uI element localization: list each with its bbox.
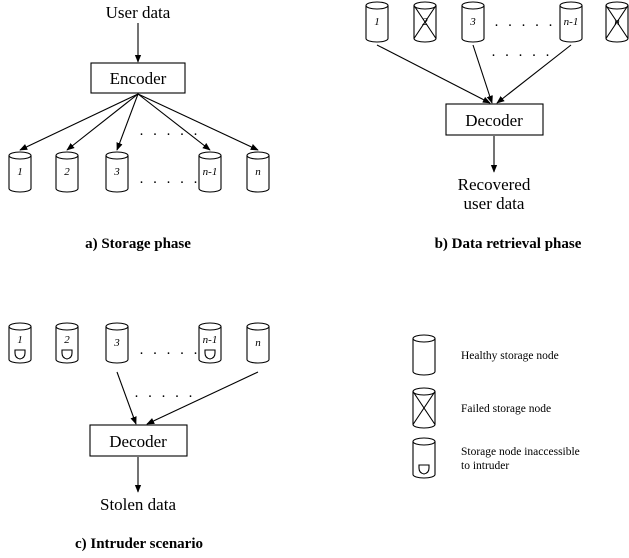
retrieval-nodes-row: 1 2 3 n-1 n	[365, 1, 629, 43]
ellipsis-arrows: . . . . .	[492, 44, 553, 60]
node-label: n	[614, 16, 620, 28]
node-label: 1	[374, 16, 380, 28]
storage-node: 3	[105, 151, 129, 193]
user-data-label: User data	[106, 3, 171, 22]
storage-node: n	[246, 322, 270, 364]
inaccessible-storage-node: n-1	[198, 322, 222, 364]
caption-retrieval-phase: b) Data retrieval phase	[435, 236, 582, 252]
panel-intruder-scenario: 1 2 3 n-1 n . . . . . . . . . . Decoder Stol…	[8, 322, 270, 552]
failed-storage-node: n	[605, 1, 629, 43]
shield-icon	[204, 349, 216, 360]
retrieval-arrow-1	[376, 44, 491, 104]
intruder-nodes-row: 1 2 3 n-1 n	[8, 322, 270, 364]
storage-node: n-1	[559, 1, 583, 43]
encoder-label: Encoder	[110, 69, 167, 88]
node-label: n-1	[203, 334, 218, 346]
node-label: 3	[469, 16, 476, 28]
recovered-label-line2: user data	[464, 194, 525, 213]
retrieval-arrow-3	[472, 44, 493, 104]
retrieval-arrow-n-1	[496, 44, 572, 104]
decoder-label: Decoder	[465, 111, 523, 130]
decoder-box: Decoder	[445, 103, 544, 136]
node-label: 1	[17, 166, 23, 178]
failed-cross-mark	[413, 5, 437, 39]
caption-intruder-scenario: c) Intruder scenario	[75, 536, 203, 552]
node-label: n-1	[203, 166, 218, 178]
encoder-arrow-3	[116, 93, 139, 151]
legend-inaccessible-label-line1: Storage node inaccessible	[461, 446, 580, 458]
legend-failed-node-icon	[412, 387, 436, 429]
node-label: n	[255, 166, 261, 178]
inaccessible-storage-node: 1	[8, 322, 32, 364]
panel-retrieval-phase: 1 2 3 n-1 n . . . . . . . . . . Decoder Reco…	[365, 1, 629, 252]
ellipsis-arrows: . . . . .	[140, 123, 201, 139]
node-label: n-1	[564, 16, 579, 28]
legend: Healthy storage node Failed storage node…	[412, 334, 580, 479]
storage-nodes-row: 1 2 3 n-1 n	[8, 151, 270, 193]
ellipsis-nodes: . . . . .	[495, 14, 556, 30]
node-label: n	[255, 337, 261, 349]
storage-node: 2	[55, 151, 79, 193]
ellipsis-nodes: . . . . .	[140, 342, 201, 358]
ellipsis-nodes: . . . . .	[140, 171, 201, 187]
encoder-box: Encoder	[90, 62, 186, 94]
node-label: 3	[113, 166, 120, 178]
caption-storage-phase: a) Storage phase	[85, 236, 191, 252]
encoder-arrow-1	[19, 93, 139, 151]
storage-node: 3	[461, 1, 485, 43]
storage-node: 1	[365, 1, 389, 43]
legend-inaccessible-node-icon	[412, 437, 436, 479]
legend-inaccessible-label-line2: to intruder	[461, 460, 509, 472]
node-label: 2	[64, 166, 70, 178]
node-label: 2	[64, 334, 70, 346]
node-label: 3	[113, 337, 120, 349]
stolen-data-label: Stolen data	[100, 495, 176, 514]
shield-icon	[61, 349, 73, 360]
legend-failed-label: Failed storage node	[461, 403, 551, 415]
encoder-arrow-n-1	[137, 93, 211, 151]
ellipsis-arrows: . . . . .	[135, 385, 196, 401]
storage-node: 3	[105, 322, 129, 364]
storage-node: n	[246, 151, 270, 193]
recovered-label-line1: Recovered	[458, 175, 531, 194]
legend-healthy-node-icon	[412, 334, 436, 376]
storage-node: n-1	[198, 151, 222, 193]
encoder-arrow-2	[66, 93, 139, 151]
failed-storage-node: 2	[413, 1, 437, 43]
legend-icons	[412, 334, 436, 479]
inaccessible-storage-node: 2	[55, 322, 79, 364]
shield-icon	[14, 349, 26, 360]
intruder-arrow-3	[116, 371, 137, 425]
failed-cross-mark	[412, 391, 436, 425]
failed-cross-mark	[605, 5, 629, 39]
node-label: 1	[17, 334, 23, 346]
intruder-arrow-n	[146, 371, 259, 425]
storage-node: 1	[8, 151, 32, 193]
decoder-box: Decoder	[89, 424, 188, 457]
encoder-arrow-n	[137, 93, 259, 151]
decoder-label: Decoder	[109, 432, 167, 451]
legend-healthy-label: Healthy storage node	[461, 350, 559, 362]
panel-storage-phase: User data Encoder . . . . . 1 2 3 n-1 n . . …	[8, 3, 270, 252]
node-label: 2	[422, 16, 428, 28]
shield-icon	[418, 464, 430, 475]
